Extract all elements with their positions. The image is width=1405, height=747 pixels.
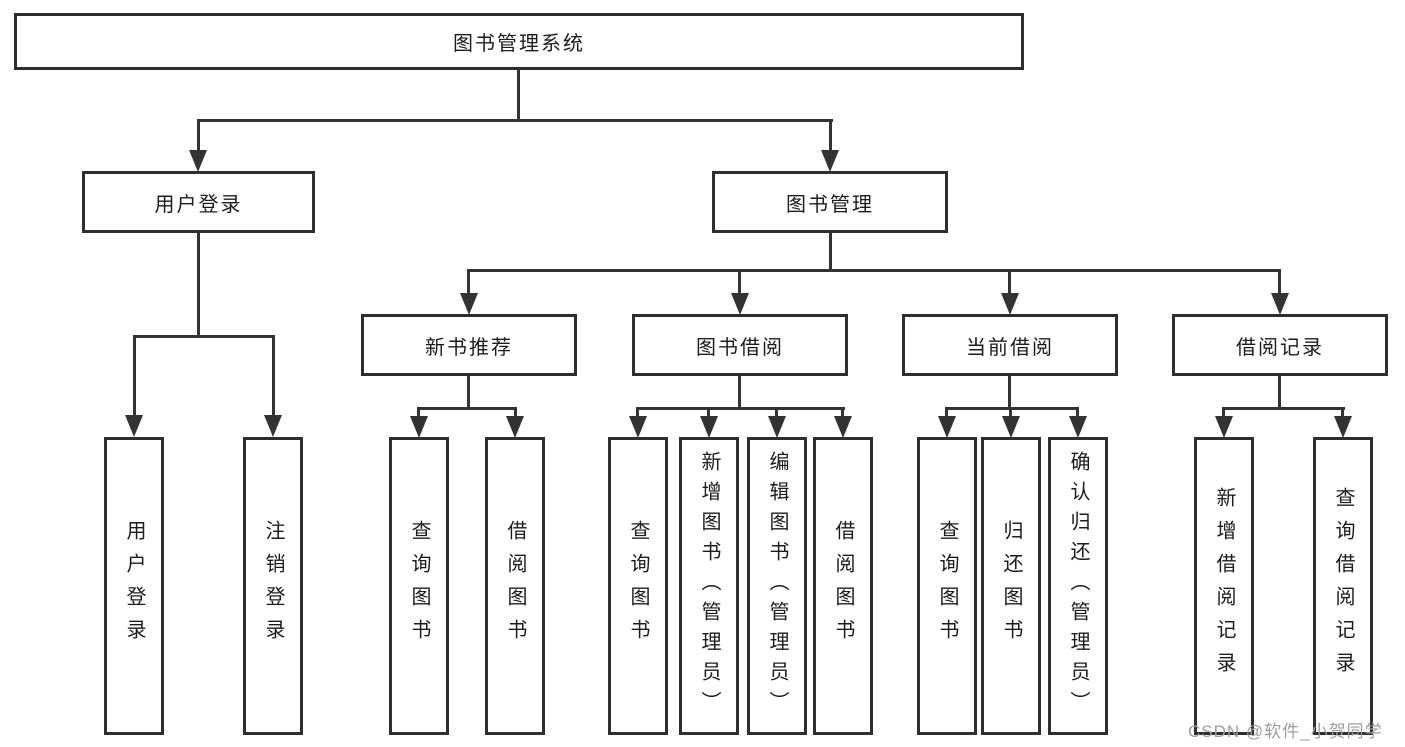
leaf-label: 新增借阅记录 [1213,487,1235,685]
node-label: 图书管理 [786,193,874,216]
node-label: 当前借阅 [966,336,1054,359]
connector [841,407,844,418]
leaf-add-books-admin: 新增图书（管理员） [679,437,739,735]
connector [707,407,710,418]
arrowhead-down [506,416,524,438]
connector [1223,407,1345,410]
node-label: 用户登录 [154,193,243,216]
connector [467,376,470,410]
leaf-label: 归还图书 [1000,520,1022,652]
connector [829,233,832,272]
leaf-query-books-borrowing: 查询图书 [608,437,668,735]
leaf-query-books-recommend: 查询图书 [389,437,449,735]
connector [272,335,275,417]
connector [1278,376,1281,410]
connector [829,119,832,153]
arrowhead-down [629,416,647,438]
node-new-book-recommend: 新书推荐 [361,314,577,376]
leaf-label: 用户登录 [123,520,145,652]
node-book-borrowing: 图书借阅 [632,314,848,376]
leaf-label: 查询图书 [936,520,958,652]
arrowhead-down [1215,416,1233,438]
leaf-label: 借阅图书 [504,520,526,652]
arrowhead-down [768,416,786,438]
leaf-user-login: 用户登录 [104,437,164,735]
leaf-query-borrow-record: 查询借阅记录 [1313,437,1373,735]
csdn-watermark: CSDN @软件_小贺同学 [1188,722,1383,741]
node-user-login: 用户登录 [82,171,315,233]
connector [133,335,136,417]
connector [1341,407,1344,418]
leaf-edit-books-admin: 编辑图书（管理员） [747,437,807,735]
connector [1008,269,1011,295]
node-label: 图书借阅 [696,336,784,359]
connector [197,119,200,153]
leaf-label: 查询借阅记录 [1332,487,1354,685]
leaf-borrow-books-recommend: 借阅图书 [485,437,545,735]
node-book-management: 图书管理 [712,171,948,233]
connector [197,119,833,122]
leaf-label: 查询图书 [408,520,430,652]
arrowhead-down [834,416,852,438]
connector [418,407,517,410]
node-borrowing-records: 借阅记录 [1172,314,1388,376]
connector [1008,376,1011,410]
leaf-label: 注销登录 [262,520,284,652]
leaf-label: 借阅图书 [832,520,854,652]
arrowhead-down [125,415,143,437]
connector [945,407,948,418]
leaf-label: 查询图书 [627,520,649,652]
node-library-management-system: 图书管理系统 [14,13,1024,70]
arrowhead-down [1271,293,1289,315]
arrowhead-down [460,293,478,315]
connector [1222,407,1225,418]
connector [738,269,741,295]
arrowhead-down [1001,293,1019,315]
connector [133,335,275,338]
node-label: 借阅记录 [1236,336,1324,359]
connector [1278,269,1281,295]
connector [1076,407,1079,418]
connector [514,407,517,418]
connector [467,269,1281,272]
connector [637,407,845,410]
leaf-query-books-current: 查询图书 [917,437,977,735]
node-current-borrowing: 当前借阅 [902,314,1118,376]
leaf-borrow-books-borrowing: 借阅图书 [813,437,873,735]
leaf-return-books: 归还图书 [981,437,1041,735]
connector [738,376,741,410]
arrowhead-down [189,150,207,172]
node-label: 图书管理系统 [453,33,585,55]
arrowhead-down [700,416,718,438]
leaf-confirm-return-admin: 确认归还（管理员） [1048,437,1108,735]
leaf-logout-login: 注销登录 [243,437,303,735]
leaf-add-borrow-record: 新增借阅记录 [1194,437,1254,735]
connector [636,407,639,418]
arrowhead-down [821,150,839,172]
connector [197,233,200,337]
leaf-label: 编辑图书（管理员） [766,451,788,721]
connector [417,407,420,418]
arrowhead-down [1002,416,1020,438]
arrowhead-down [410,416,428,438]
connector [946,407,1079,410]
connector [467,269,470,295]
connector [1009,407,1012,418]
connector [775,407,778,418]
connector [517,69,520,121]
arrowhead-down [731,293,749,315]
arrowhead-down [1334,416,1352,438]
leaf-label: 新增图书（管理员） [698,451,720,721]
arrowhead-down [1069,416,1087,438]
leaf-label: 确认归还（管理员） [1067,451,1089,721]
node-label: 新书推荐 [425,336,513,359]
arrowhead-down [938,416,956,438]
arrowhead-down [264,415,282,437]
